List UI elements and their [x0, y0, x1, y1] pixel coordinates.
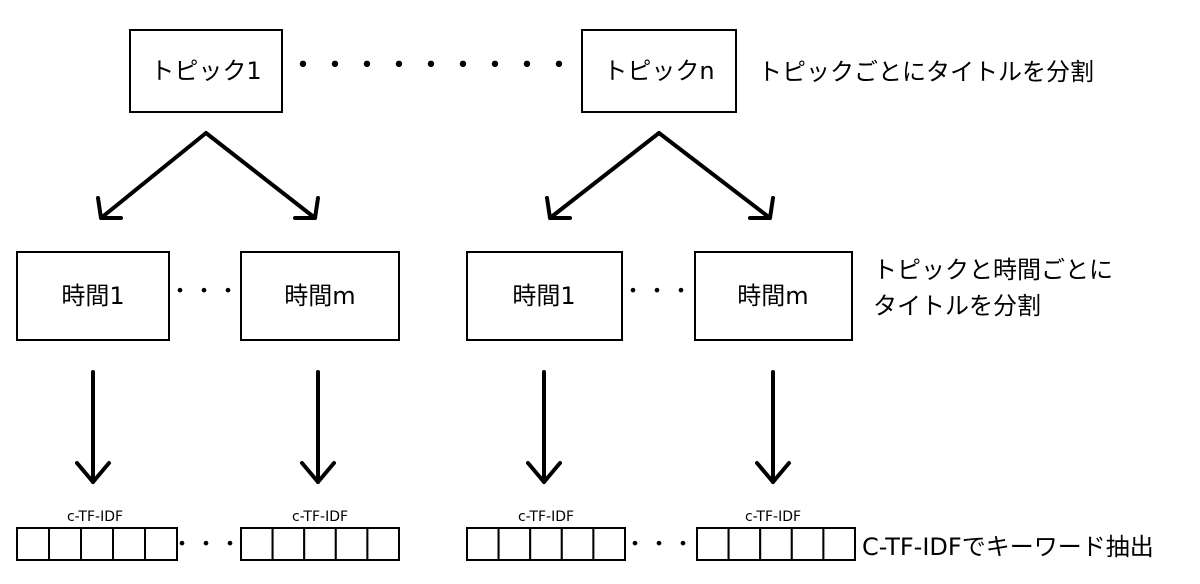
vector-cell — [271, 527, 306, 561]
time-ellipsis-topic-n: ・・・ — [622, 280, 694, 305]
svg-text:・・・: ・・・ — [622, 280, 694, 305]
caption-time-split-line2: タイトルを分割 — [873, 292, 1041, 320]
ctfidf-vector — [240, 527, 400, 561]
down-arrow — [300, 370, 336, 484]
vector-cell — [144, 527, 178, 561]
vector-label: c-TF-IDF — [292, 509, 348, 525]
vector-cell — [529, 527, 563, 561]
time-ellipsis-topic-1: ・・・ — [169, 280, 241, 305]
ctfidf-vector — [466, 527, 627, 561]
vector-cell — [560, 527, 595, 561]
time-label: 時間1 — [61, 282, 124, 310]
topic-box-1: トピック1 — [129, 29, 283, 113]
vector-label: c-TF-IDF — [67, 509, 123, 525]
ctfidf-vector — [16, 527, 178, 561]
vector-label: c-TF-IDF — [518, 509, 574, 525]
down-arrow — [75, 370, 111, 484]
svg-text:・・・: ・・・ — [169, 280, 241, 305]
vector-cell — [790, 527, 825, 561]
svg-text:・・・: ・・・ — [624, 533, 696, 558]
vector-cell — [592, 527, 627, 561]
topic-label-n: トピックn — [603, 57, 714, 85]
ctfidf-vector — [696, 527, 857, 561]
split-arrows-topic-1 — [96, 131, 320, 220]
vector-ellipsis-topic-n: ・・・ — [624, 533, 696, 558]
vector-label: c-TF-IDF — [745, 509, 801, 525]
time-box-topic1-timem: 時間m — [240, 251, 400, 341]
time-box-topic1-time1: 時間1 — [16, 251, 170, 341]
svg-text:・・・: ・・・ — [171, 533, 243, 558]
topic-label-1: トピック1 — [150, 57, 261, 85]
vector-cell — [466, 527, 500, 561]
vector-cell — [240, 527, 274, 561]
vector-cell — [822, 527, 857, 561]
vector-cell — [696, 527, 730, 561]
split-arrows-topic-n — [545, 131, 775, 220]
vector-cell — [497, 527, 532, 561]
vector-cell — [112, 527, 146, 561]
time-box-topicn-timem: 時間m — [694, 251, 853, 341]
time-label: 時間1 — [512, 282, 575, 310]
vector-ellipsis-topic-1: ・・・ — [171, 533, 243, 558]
vector-cell — [759, 527, 793, 561]
vector-cell — [366, 527, 400, 561]
vector-cell — [334, 527, 369, 561]
vector-cell — [303, 527, 337, 561]
vector-cell — [80, 527, 114, 561]
svg-text:・・・・・・・・・: ・・・・・・・・・ — [288, 49, 576, 84]
down-arrow — [526, 370, 562, 484]
topic-box-n: トピックn — [581, 29, 737, 113]
time-label: 時間m — [284, 282, 355, 310]
vector-cell — [48, 527, 82, 561]
topic-ellipsis: ・・・・・・・・・ — [288, 49, 576, 84]
vector-cell — [727, 527, 762, 561]
time-label: 時間m — [737, 282, 808, 310]
caption-time-split-line1: トピックと時間ごとに — [873, 256, 1113, 284]
caption-extract: C-TF-IDFでキーワード抽出 — [862, 533, 1154, 561]
time-box-topicn-time1: 時間1 — [466, 251, 623, 341]
down-arrow — [755, 370, 791, 484]
caption-topic-split: トピックごとにタイトルを分割 — [758, 58, 1094, 86]
vector-cell — [16, 527, 50, 561]
